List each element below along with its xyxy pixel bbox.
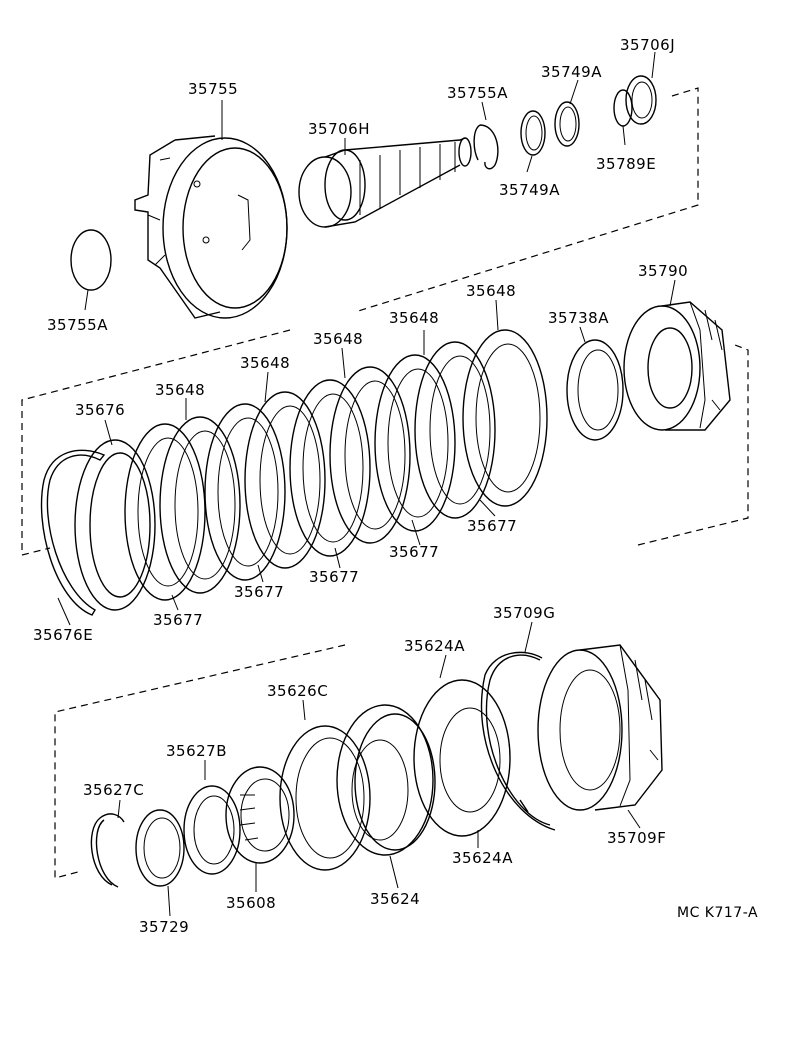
- label-35677-e: 35677: [153, 611, 203, 629]
- top-group-boundary: [354, 87, 699, 313]
- label-35729: 35729: [139, 918, 189, 936]
- part-35729-washer: [135, 809, 185, 887]
- bottom-piston-group: [54, 644, 663, 888]
- label-35677-c: 35677: [309, 568, 359, 586]
- label-35608: 35608: [226, 894, 276, 912]
- leader-lines: [57, 51, 676, 917]
- label-35648-c: 35648: [313, 330, 363, 348]
- bottom-group-boundary: [54, 644, 346, 879]
- part-35789E-washer: [613, 89, 633, 127]
- label-35755A-left: 35755A: [47, 316, 108, 334]
- part-35790-hub: [623, 301, 731, 431]
- label-35677-b: 35677: [389, 543, 439, 561]
- label-35624A-bottom: 35624A: [452, 849, 513, 867]
- part-35755-clutch-drum: [134, 135, 288, 319]
- label-35677-a: 35677: [467, 517, 517, 535]
- part-35627C-snap-ring: [90, 813, 125, 888]
- part-35755A-snap-ring-top: [473, 124, 499, 170]
- label-35648-a: 35648: [466, 282, 516, 300]
- label-35749A-bottom: 35749A: [499, 181, 560, 199]
- part-35709F-drum: [537, 644, 663, 811]
- label-35790: 35790: [638, 262, 688, 280]
- label-35738A: 35738A: [548, 309, 609, 327]
- part-35706J-bearing: [625, 75, 657, 125]
- middle-group-boundary: [21, 329, 749, 556]
- label-35676E: 35676E: [33, 626, 93, 644]
- label-35627B: 35627B: [166, 742, 227, 760]
- part-35749A-ring-lower: [520, 110, 546, 156]
- label-35755A-top: 35755A: [447, 84, 508, 102]
- label-35789E: 35789E: [596, 155, 656, 173]
- part-35624-piston: [336, 704, 436, 856]
- top-assembly-group: [70, 75, 699, 319]
- label-35709G: 35709G: [493, 604, 555, 622]
- middle-clutch-pack-group: [21, 301, 749, 616]
- part-35627B-ring: [183, 785, 241, 875]
- part-35626C-retainer: [279, 725, 371, 871]
- part-35608-bearing: [225, 766, 295, 864]
- label-35648-d: 35648: [240, 354, 290, 372]
- label-35749A-top: 35749A: [541, 63, 602, 81]
- label-35624A-top: 35624A: [404, 637, 465, 655]
- part-35624A-seal-inner: [439, 707, 501, 813]
- part-35624A-seal-outer: [413, 679, 511, 837]
- part-35676-flange-plate: [74, 439, 156, 611]
- part-35676E-snap-ring: [40, 449, 106, 616]
- part-35709G-snap-ring: [480, 651, 556, 831]
- label-35706J: 35706J: [620, 36, 675, 54]
- label-35626C: 35626C: [267, 682, 328, 700]
- label-35648-b: 35648: [389, 309, 439, 327]
- label-35648-e: 35648: [155, 381, 205, 399]
- part-35749A-ring-upper: [554, 101, 580, 147]
- label-35627C: 35627C: [83, 781, 144, 799]
- part-labels: 35706J 35749A 35755A 35755 35706H 35789E…: [33, 36, 758, 936]
- part-35706H-shaft: [298, 137, 472, 228]
- figure-code: MC K717-A: [677, 905, 758, 921]
- label-35709F: 35709F: [607, 829, 666, 847]
- label-35755: 35755: [188, 80, 238, 98]
- part-35738A-plate: [566, 339, 624, 441]
- part-35755A-snap-ring-left: [70, 229, 112, 291]
- label-35677-d: 35677: [234, 583, 284, 601]
- label-35706H: 35706H: [308, 120, 370, 138]
- label-35624: 35624: [370, 890, 420, 908]
- clutch-plates-stack: [124, 329, 548, 601]
- label-35676: 35676: [75, 401, 125, 419]
